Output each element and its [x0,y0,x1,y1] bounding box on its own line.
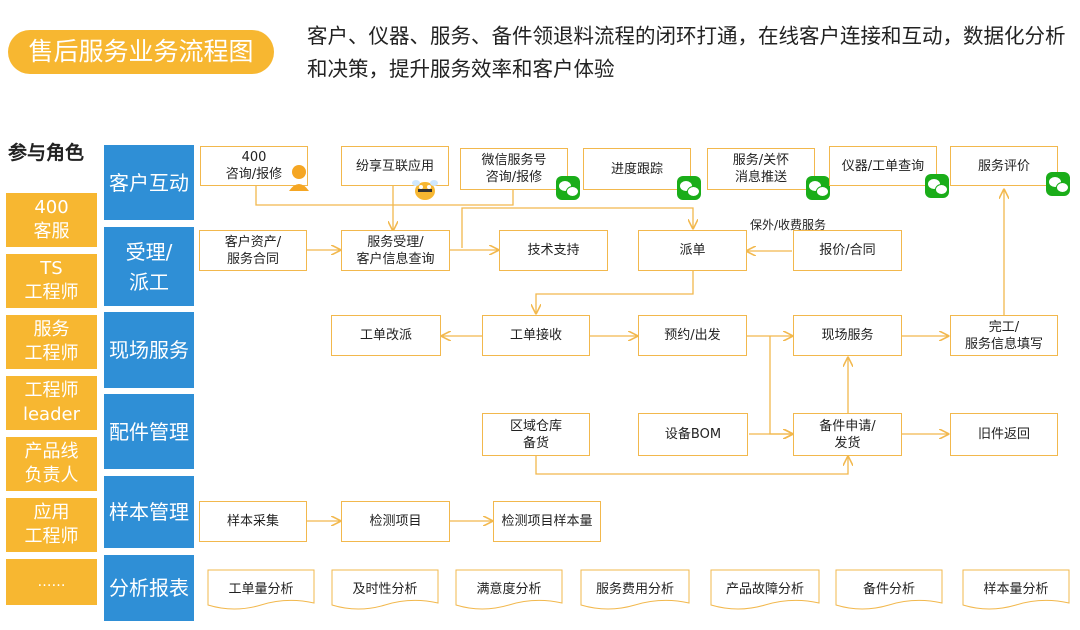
lane-onsite-service: 现场服务 [104,312,194,388]
node-regional-warehouse: 区域仓库 备货 [482,413,590,456]
node-completion: 完工/ 服务信息填写 [950,315,1058,356]
node-dispatch: 派单 [638,230,747,271]
role-engineer-leader: 工程师 leader [6,376,97,430]
role-400: 400 客服 [6,193,97,247]
node-wechat-service: 微信服务号 咨询/报修 [460,148,568,190]
node-message-push: 服务/关怀 消息推送 [707,148,815,190]
quote-edge-label: 保外/收费服务 [750,218,827,232]
node-service-evaluation: 服务评价 [950,146,1058,186]
lane-accept-dispatch: 受理/ 派工 [104,227,194,306]
node-test-items: 检测项目 [341,501,450,542]
report-order-volume: 工单量分析 [207,569,315,611]
node-instrument-query: 仪器/工单查询 [829,146,937,186]
node-tech-support: 技术支持 [499,230,608,271]
node-sample-collect: 样本采集 [199,501,307,542]
bee-mascot-icon [412,178,438,202]
wechat-icon [677,176,701,200]
node-reassign: 工单改派 [331,315,441,356]
lane-parts-management: 配件管理 [104,394,194,469]
node-service-accept: 服务受理/ 客户信息查询 [341,230,450,271]
role-more: …… [6,559,97,605]
report-satisfaction: 满意度分析 [455,569,563,611]
node-onsite-service: 现场服务 [793,315,902,356]
role-app-engineer: 应用 工程师 [6,498,97,552]
role-service-engineer: 服务 工程师 [6,315,97,369]
node-parts-apply: 备件申请/ 发货 [793,413,902,456]
report-timeliness: 及时性分析 [331,569,439,611]
role-ts-engineer: TS 工程师 [6,254,97,308]
wechat-icon [556,176,580,200]
report-sample-volume: 样本量分析 [962,569,1070,611]
report-product-failure: 产品故障分析 [710,569,820,611]
node-progress-tracking: 进度跟踪 [583,148,691,190]
roles-heading: 参与角色 [8,142,85,164]
role-product-owner: 产品线 负责人 [6,437,97,491]
node-400-consult: 400 咨询/报修 [200,146,308,186]
node-customer-asset: 客户资产/ 服务合同 [199,230,307,271]
node-order-receive: 工单接收 [482,315,590,356]
diagram-title: 售后服务业务流程图 [8,30,274,74]
diagram-subtitle: 客户、仪器、服务、备件领退料流程的闭环打通，在线客户连接和互动，数据化分析和决策… [307,24,1066,81]
lane-customer-interaction: 客户互动 [104,145,194,220]
node-share-app: 纷享互联应用 [341,146,449,186]
wechat-icon [806,176,830,200]
headset-agent-icon [288,163,310,191]
lane-sample-management: 样本管理 [104,476,194,548]
node-old-parts-return: 旧件返回 [950,413,1058,456]
node-sample-volume: 检测项目样本量 [493,501,601,542]
report-service-cost: 服务费用分析 [580,569,690,611]
lane-analysis-reports: 分析报表 [104,555,194,621]
node-equipment-bom: 设备BOM [638,413,748,456]
wechat-icon [925,174,949,198]
report-parts: 备件分析 [835,569,943,611]
wechat-icon [1046,172,1070,196]
node-appointment: 预约/出发 [638,315,747,356]
node-quote-contract: 报价/合同 [793,230,902,271]
